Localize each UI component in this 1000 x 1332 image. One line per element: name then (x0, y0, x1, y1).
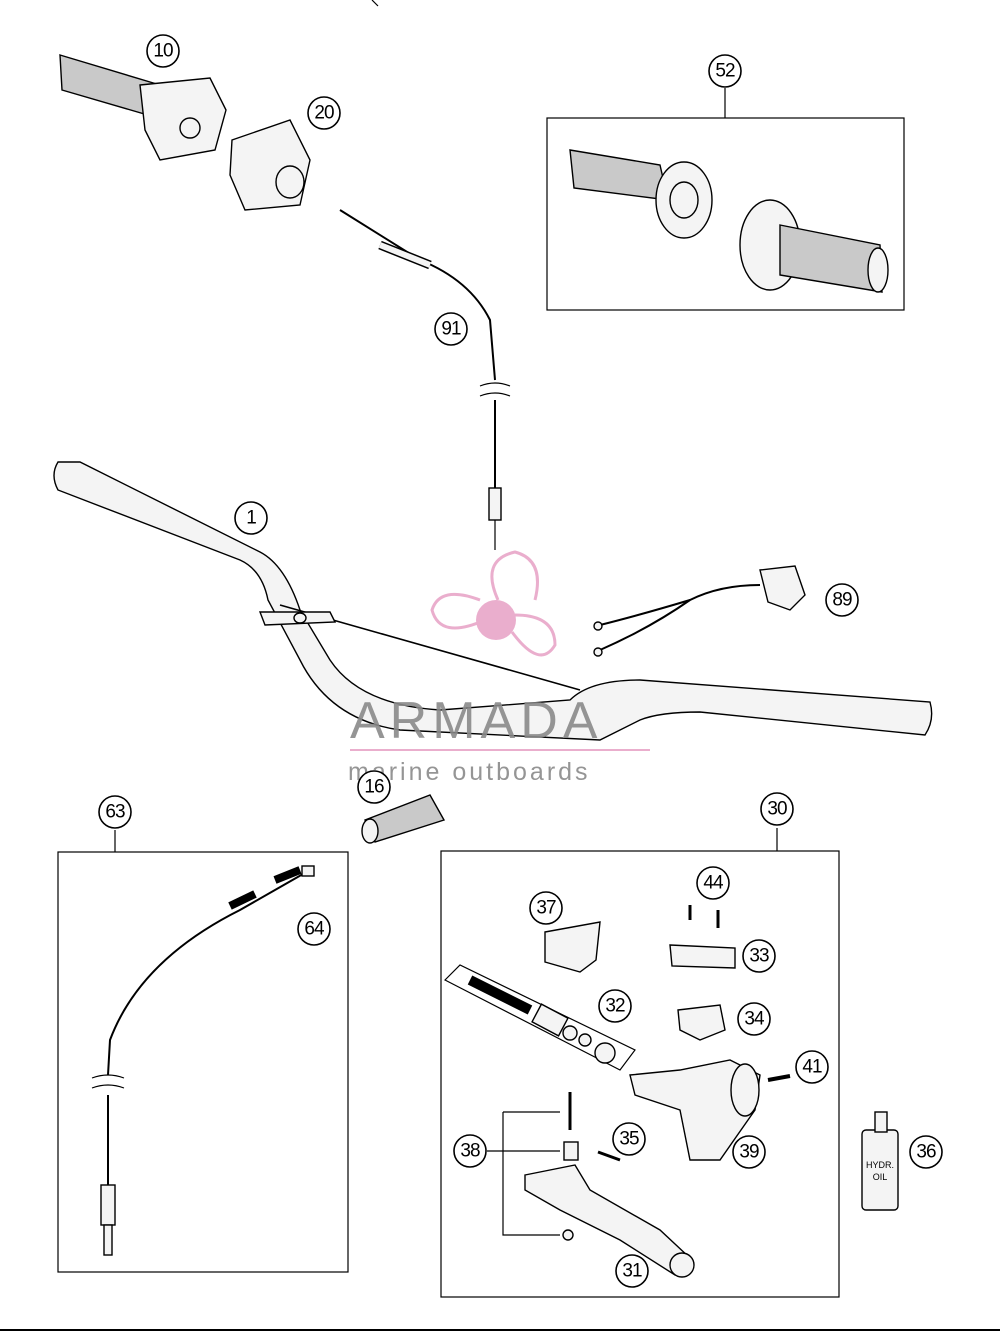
svg-text:64: 64 (304, 919, 325, 940)
svg-text:35: 35 (619, 1129, 639, 1150)
kill-switch-illustration (593, 565, 806, 657)
clutch-cable-box (57, 851, 349, 1273)
bracket-37-illustration (544, 921, 601, 973)
svg-text:20: 20 (314, 103, 334, 124)
clutch-cable-illustration (91, 865, 315, 1256)
svg-text:36: 36 (916, 1142, 936, 1163)
master-cylinder-box (440, 850, 840, 1298)
callout-41: 41 (795, 1050, 829, 1084)
callout-34: 34 (737, 1002, 771, 1036)
svg-text:31: 31 (622, 1261, 642, 1282)
callout-44: 44 (696, 866, 730, 900)
callout-16: 16 (357, 770, 391, 804)
callout-38: 38 (453, 1134, 487, 1168)
callout-63: 63 (98, 795, 132, 829)
svg-text:33: 33 (749, 946, 769, 967)
callout-32: 32 (598, 989, 632, 1023)
right-grip-illustration (739, 199, 889, 293)
svg-text:32: 32 (605, 996, 625, 1017)
lever-31-illustration (524, 1164, 695, 1278)
end-cap-illustration (361, 794, 446, 844)
oil-label-line2: OIL (873, 1172, 888, 1182)
callout-31: 31 (615, 1254, 649, 1288)
svg-text:10: 10 (153, 41, 173, 62)
callout-52: 52 (708, 54, 742, 88)
svg-text:38: 38 (460, 1141, 480, 1162)
svg-text:63: 63 (105, 802, 125, 823)
svg-text:44: 44 (703, 873, 724, 894)
throttle-cable-illustration (339, 209, 511, 550)
svg-text:39: 39 (739, 1142, 759, 1163)
oil-bottle-illustration: HYDR. OIL (861, 1111, 899, 1211)
screw-41-illustration (767, 1074, 791, 1082)
callouts: 10 20 52 91 1 89 16 63 64 30 44 37 33 32… (98, 34, 943, 1288)
throttle-grip-illustration (59, 54, 227, 161)
svg-text:89: 89 (832, 590, 852, 611)
callout-39: 39 (732, 1135, 766, 1169)
svg-text:37: 37 (536, 898, 556, 919)
master-cylinder-39-illustration (629, 1059, 761, 1161)
svg-text:30: 30 (767, 799, 787, 820)
callout-10: 10 (146, 34, 180, 68)
callout-36: 36 (909, 1135, 943, 1169)
crop-mark (371, 0, 379, 7)
callout-33: 33 (742, 939, 776, 973)
svg-text:16: 16 (364, 777, 384, 798)
svg-text:1: 1 (246, 508, 256, 529)
oil-label-line1: HYDR. (866, 1160, 894, 1170)
piston-kit-32-illustration (443, 964, 636, 1071)
diaphragm-34-illustration (677, 1004, 726, 1041)
left-grip-illustration (569, 149, 713, 239)
callout-35: 35 (612, 1122, 646, 1156)
svg-text:91: 91 (441, 319, 461, 340)
pin-38-illustration (487, 1092, 579, 1241)
screws-44-illustration (688, 905, 720, 928)
spring-35-illustration (597, 1150, 621, 1162)
svg-text:52: 52 (715, 61, 735, 82)
cover-33-illustration (669, 944, 736, 969)
callout-37: 37 (529, 891, 563, 925)
callout-30: 30 (760, 792, 794, 826)
svg-text:41: 41 (802, 1057, 822, 1078)
callout-20: 20 (307, 96, 341, 130)
callout-64: 64 (297, 912, 331, 946)
callout-89: 89 (825, 583, 859, 617)
watermark-brand: ARMADA (350, 692, 602, 750)
callout-1: 1 (234, 501, 268, 535)
propeller-logo (430, 550, 557, 657)
svg-text:34: 34 (744, 1009, 765, 1030)
throttle-cover-illustration (229, 119, 311, 211)
handlebar-illustration (53, 461, 933, 741)
callout-91: 91 (434, 312, 468, 346)
armada-watermark: ARMADA marine outboards (348, 550, 650, 786)
